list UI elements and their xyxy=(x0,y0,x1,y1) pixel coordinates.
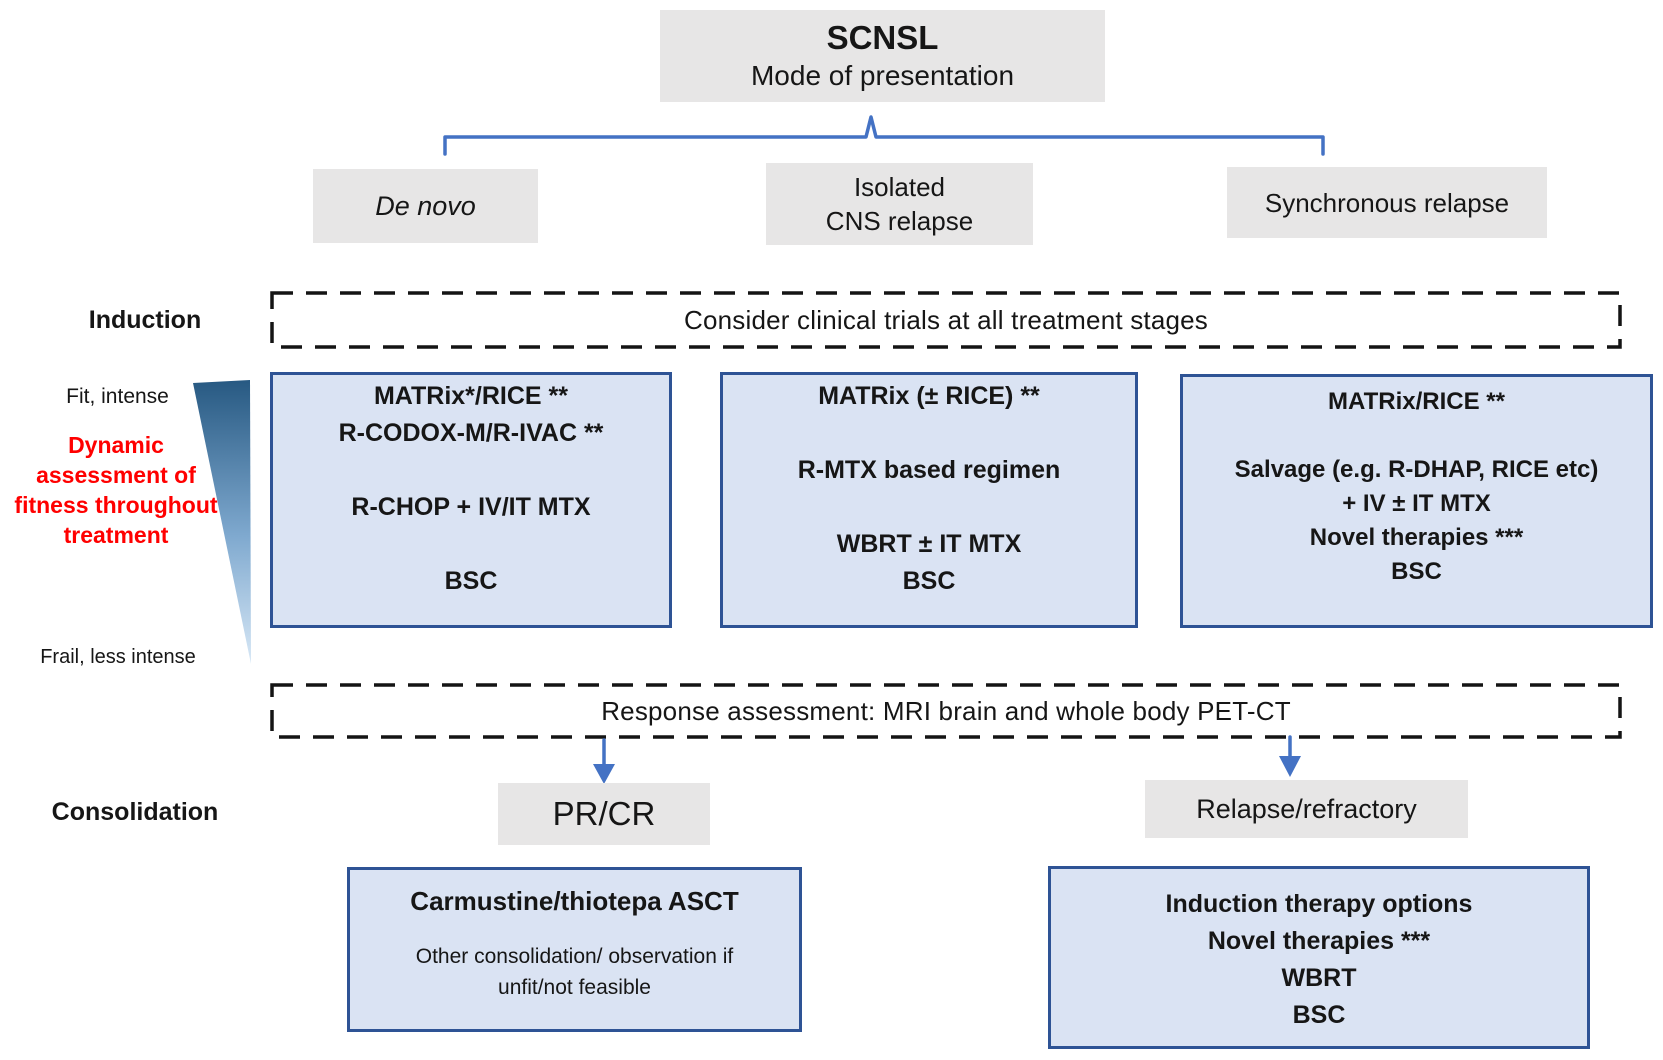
relapse-arrow-icon xyxy=(1279,735,1301,777)
stage-label-consolidation: Consolidation xyxy=(51,797,219,826)
consolidation-box-relapse-refractory: Induction therapy options Novel therapie… xyxy=(1048,866,1590,1049)
clinical-trials-dashed-frame xyxy=(270,291,1622,349)
consolidation-box-pr-cr: Carmustine/thiotepa ASCT Other consolida… xyxy=(347,867,802,1032)
outcome-relapse-refractory: Relapse/refractory xyxy=(1145,780,1468,838)
fitness-assessment-note: Dynamic assessment of fitness throughout… xyxy=(14,432,218,548)
stage-label-induction: Induction xyxy=(88,305,202,334)
clinical-trials-banner: Consider clinical trials at all treatmen… xyxy=(683,304,1209,335)
induction-box-synchronous-relapse: MATRix/RICE ** Salvage (e.g. R-DHAP, RIC… xyxy=(1180,374,1653,628)
consolidation-asct-title: Carmustine/thiotepa ASCT xyxy=(410,886,739,916)
consolidation-asct-note: Other consolidation/ observation if unfi… xyxy=(415,945,734,999)
response-assessment-banner: Response assessment: MRI brain and whole… xyxy=(601,695,1291,726)
branch-de-novo: De novo xyxy=(313,169,538,243)
fitness-bottom-label: Frail, less intense xyxy=(40,645,196,668)
scnsl-title-box: SCNSL Mode of presentation xyxy=(660,10,1105,102)
induction-options-synchronous: MATRix/RICE ** Salvage (e.g. R-DHAP, RIC… xyxy=(1234,388,1599,585)
induction-options-isolated: MATRix (± RICE) ** R-MTX based regimen W… xyxy=(797,382,1061,595)
consolidation-options-relapse: Induction therapy options Novel therapie… xyxy=(1165,890,1473,1029)
branch-synchronous-relapse: Synchronous relapse xyxy=(1227,167,1547,238)
induction-options-de-novo: MATRix*/RICE ** R-CODOX-M/R-IVAC ** R-CH… xyxy=(338,382,604,595)
response-assessment-dashed-frame xyxy=(270,683,1622,739)
fitness-gradient-triangle xyxy=(193,380,251,664)
induction-box-de-novo: MATRix*/RICE ** R-CODOX-M/R-IVAC ** R-CH… xyxy=(270,372,672,628)
fitness-top-label: Fit, intense xyxy=(66,385,169,408)
branch-isolated-cns-relapse: Isolated CNS relapse xyxy=(766,163,1033,245)
prcr-arrow-icon xyxy=(593,738,615,784)
diagram-subtitle: Mode of presentation xyxy=(750,60,1015,91)
outcome-pr-cr: PR/CR xyxy=(498,783,710,845)
branch-bracket-connector xyxy=(443,115,1325,156)
induction-box-isolated-cns-relapse: MATRix (± RICE) ** R-MTX based regimen W… xyxy=(720,372,1138,628)
diagram-title: SCNSL xyxy=(826,19,939,56)
